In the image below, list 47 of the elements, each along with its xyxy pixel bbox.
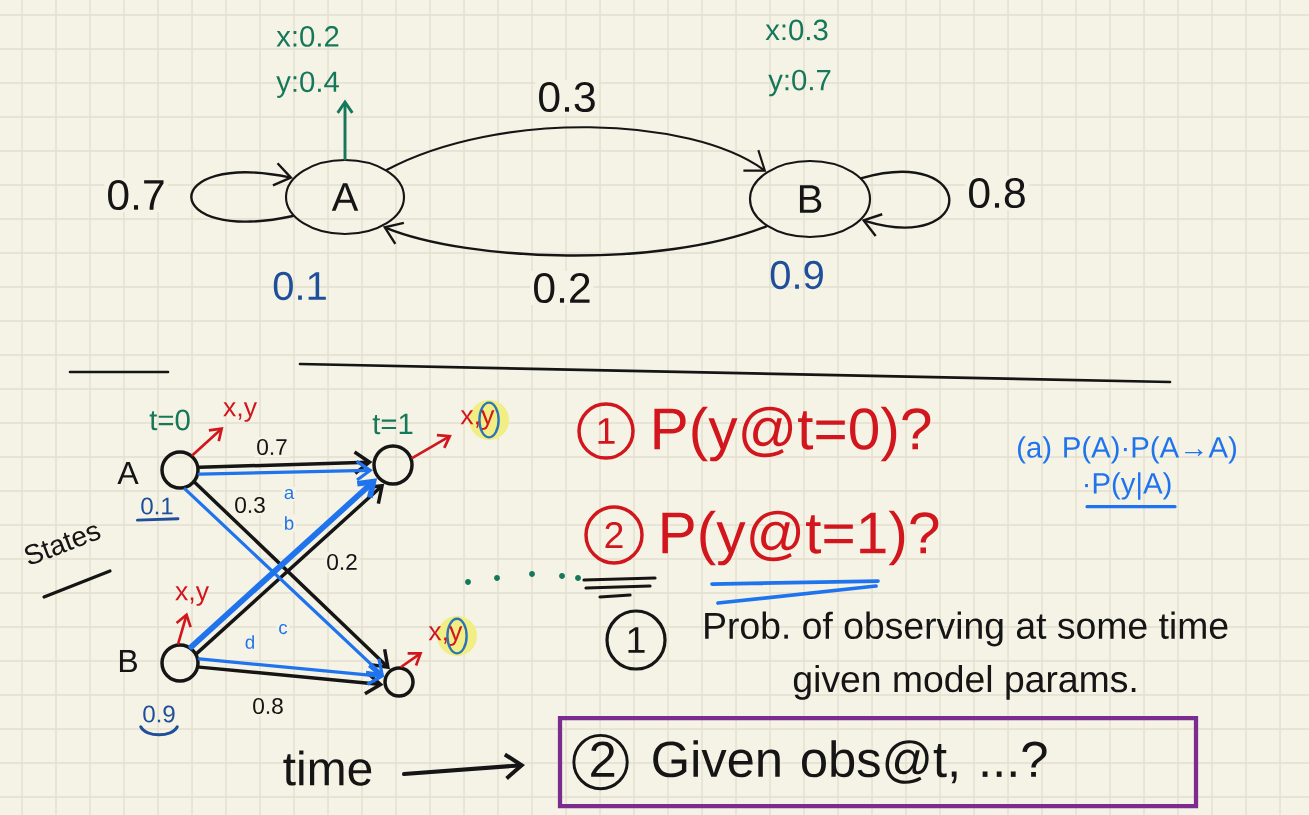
state-letter: B: [119, 650, 137, 672]
arrow: [336, 99, 354, 161]
note-text: (a) P(A)·P(A→A) ·P(y|A): [1018, 436, 1236, 500]
edge-label: 0.2: [324, 552, 360, 573]
question-text: P(y@t=0)?: [654, 406, 931, 462]
arrow: [382, 221, 768, 257]
time-step-label: t=1: [372, 413, 413, 435]
question-text: P(y@t=1)?: [662, 510, 939, 566]
edge-label: 0.8: [965, 175, 1029, 211]
emission-label: x:0.3: [765, 19, 828, 41]
arrow: [860, 171, 951, 237]
edge-label: 0.8: [250, 696, 286, 717]
edge-label: 0.7: [254, 437, 290, 458]
probability-label: 0.1: [273, 271, 326, 301]
arrow: [191, 427, 224, 457]
observation-label: x,y: [223, 402, 257, 422]
note-box: 2 Given obs@t, ...?: [557, 715, 1199, 809]
arrow: [175, 612, 192, 645]
arrow: [197, 665, 384, 696]
arrow: [197, 460, 373, 482]
circled-number: 1: [577, 402, 635, 460]
circled-number: 2: [584, 505, 644, 565]
arrow: [190, 162, 295, 223]
circled-number: 1: [605, 609, 667, 671]
state-circle: [160, 450, 200, 490]
time-step-label: t=0: [149, 409, 190, 431]
probability-label: 0.9: [770, 260, 823, 290]
edge-label: 0.2: [530, 270, 594, 306]
state-letter: A: [117, 462, 139, 484]
edge-label: 0.3: [535, 79, 599, 115]
emission-label: x:0.2 y:0.4: [276, 26, 339, 98]
state-circle: [372, 444, 414, 486]
probability-label: 0.1: [141, 497, 173, 515]
probability-label: 0.9: [143, 705, 175, 723]
time-label: time: [283, 750, 372, 786]
state-circle: [160, 643, 200, 683]
arrow: [400, 652, 423, 668]
emission-label: y:0.7: [768, 69, 831, 97]
arrow: [385, 126, 767, 172]
edge-label: 0.7: [104, 177, 168, 213]
state-circle: [383, 666, 415, 698]
edge-label: 0.3: [232, 495, 268, 516]
states-label: States: [24, 525, 101, 565]
observation-label: x,y: [175, 586, 209, 606]
arrow: [197, 657, 385, 686]
arrow: [411, 433, 452, 460]
arrow: [197, 450, 373, 475]
